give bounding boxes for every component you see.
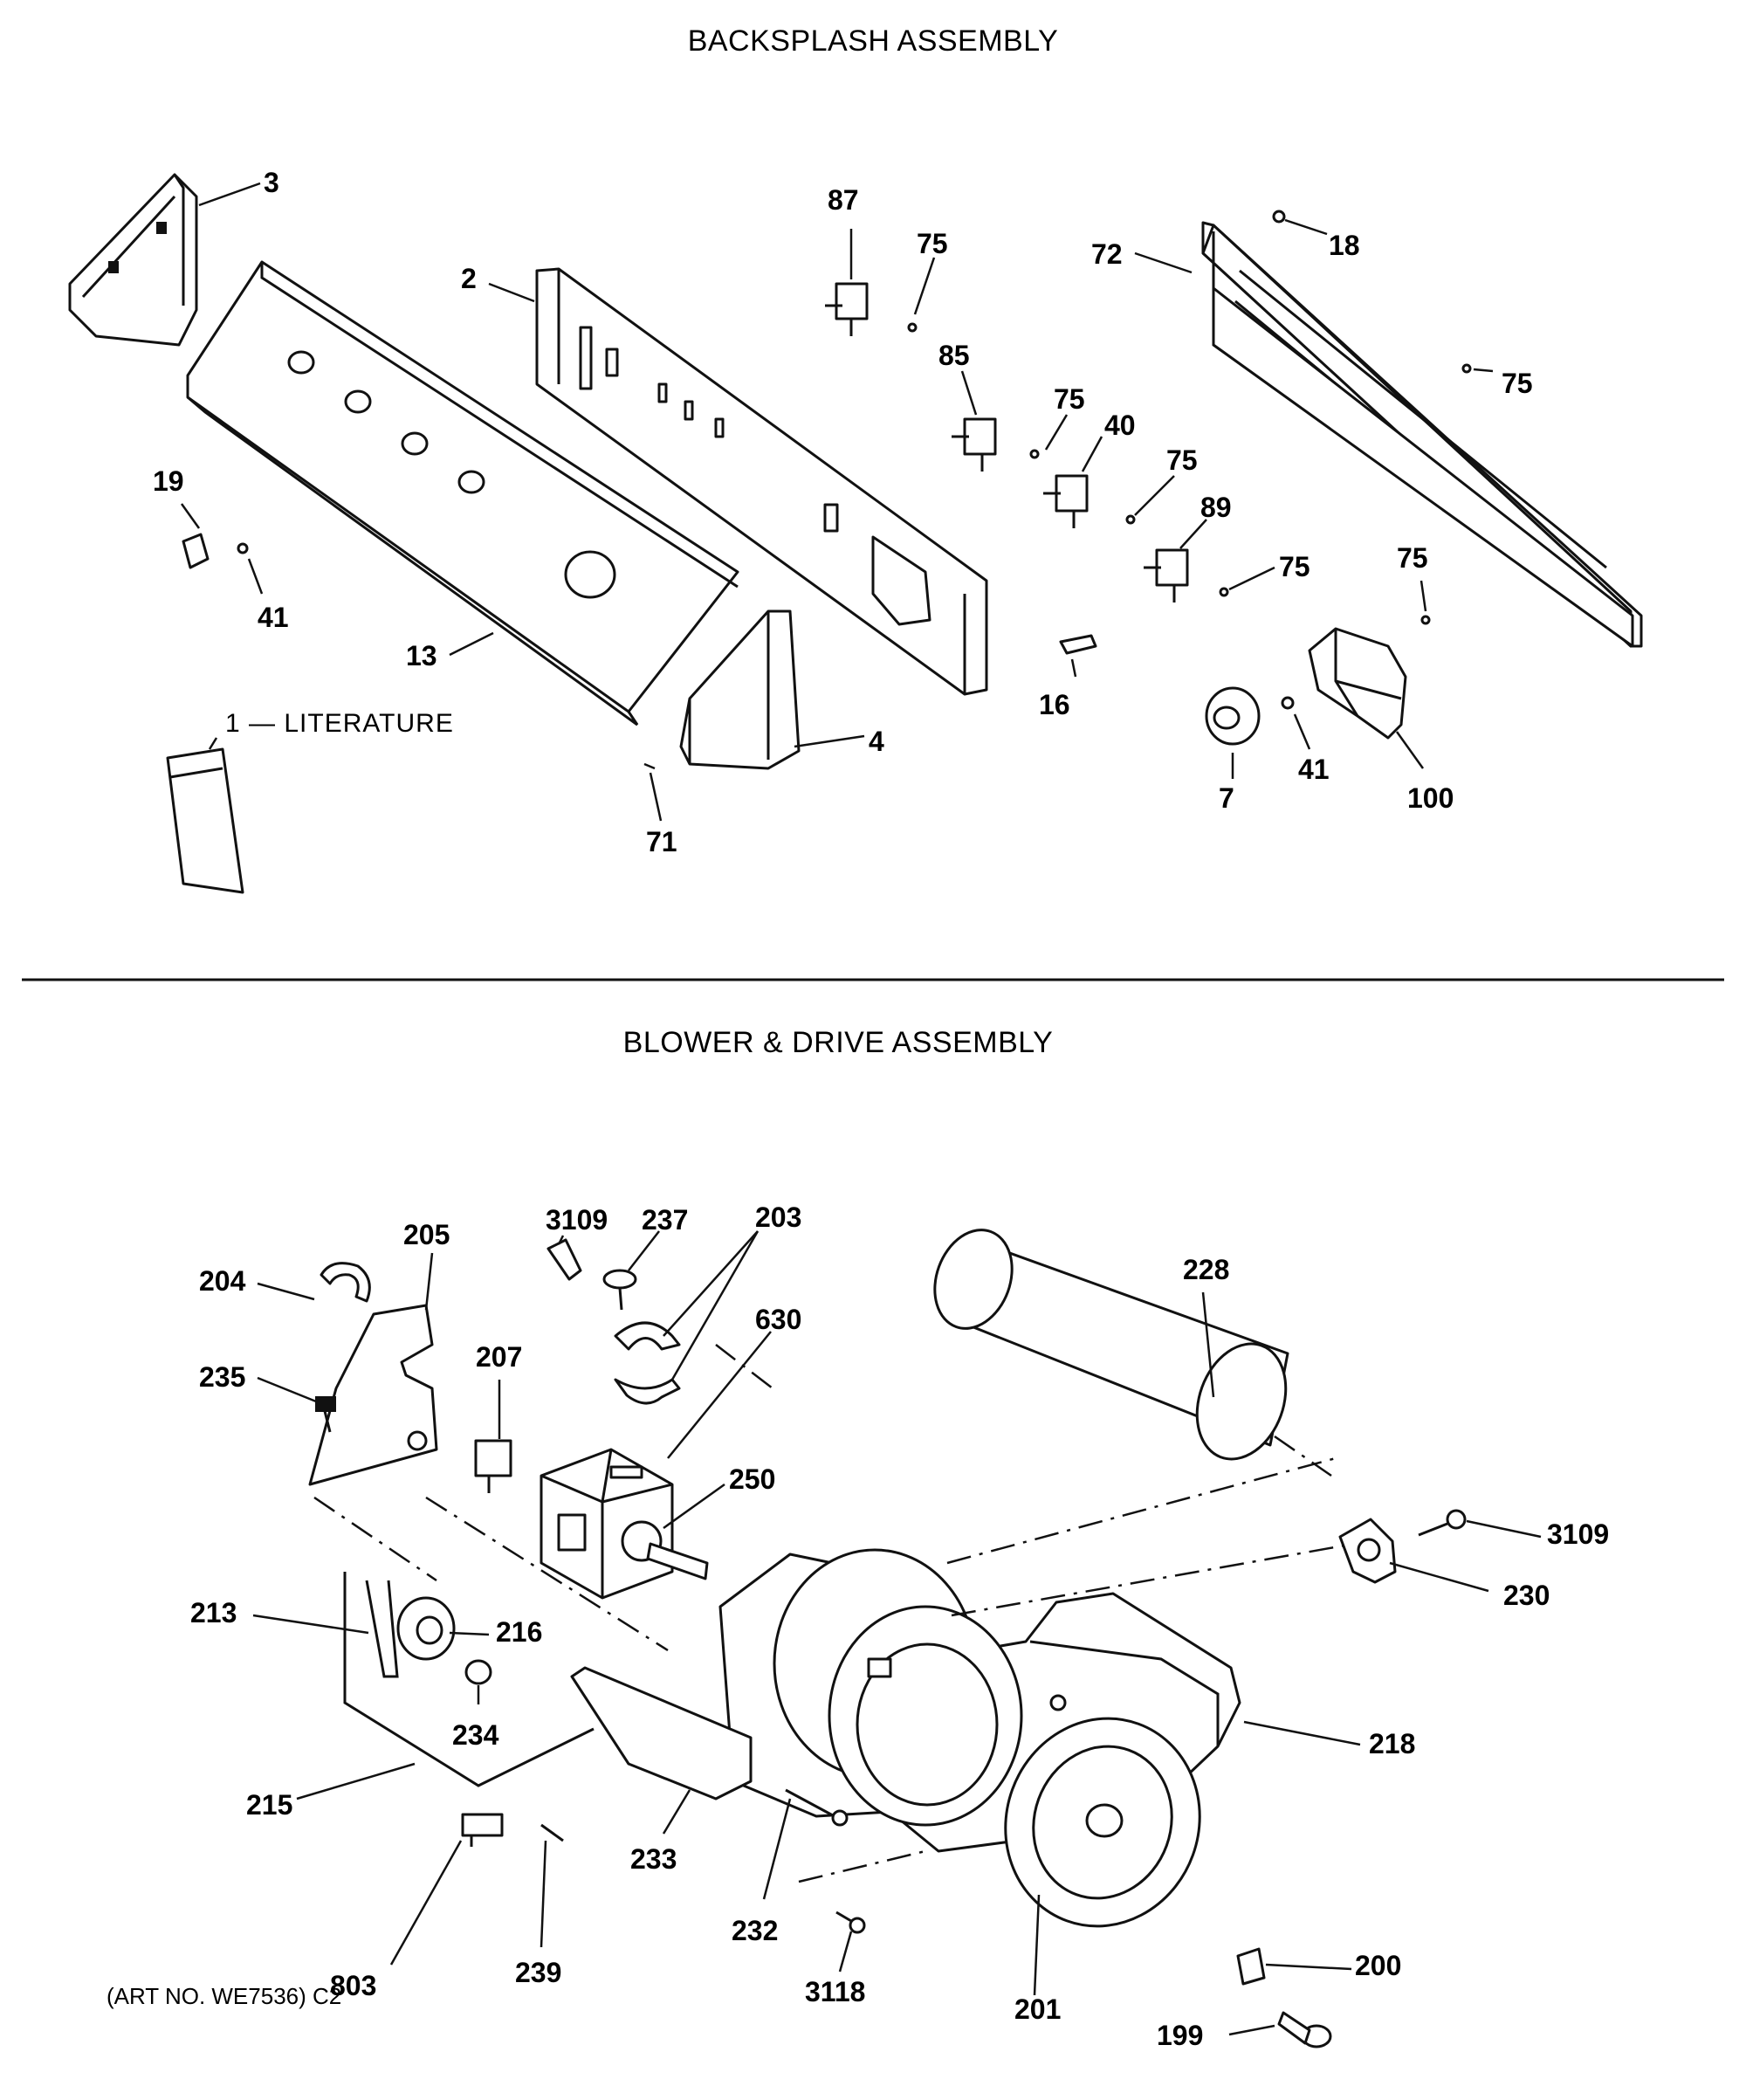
label-40: 40 — [1104, 410, 1136, 441]
label-239: 239 — [515, 1957, 561, 1988]
label-75-a: 75 — [917, 228, 948, 259]
label-203: 203 — [755, 1201, 801, 1233]
part-87-switch — [825, 282, 869, 336]
part-204-clamp — [320, 1262, 371, 1303]
part-228-exhaust-duct — [933, 1229, 1289, 1461]
part-41-screw-right — [1281, 696, 1295, 710]
label-216: 216 — [496, 1616, 542, 1648]
part-75-screws — [907, 322, 1472, 625]
label-7: 7 — [1219, 782, 1234, 814]
label-75-d: 75 — [1279, 551, 1310, 582]
blower-leader-lines — [252, 1230, 1542, 2036]
label-2: 2 — [461, 263, 477, 294]
label-72: 72 — [1091, 238, 1123, 270]
part-85-switch — [952, 417, 997, 472]
backsplash-leader-lines — [180, 182, 1494, 822]
label-1-literature: 1 — LITERATURE — [225, 709, 454, 738]
part-41-screw — [237, 542, 249, 554]
label-18: 18 — [1329, 230, 1360, 261]
part-7-knob — [1205, 686, 1261, 746]
label-204: 204 — [199, 1265, 246, 1297]
part-235-bolt — [315, 1396, 336, 1433]
label-201: 201 — [1014, 1993, 1061, 2025]
label-215: 215 — [246, 1789, 292, 1821]
label-230: 230 — [1503, 1580, 1550, 1611]
label-75-c: 75 — [1166, 444, 1198, 476]
part-16-key — [1059, 634, 1097, 655]
part-13-control-panel — [186, 260, 739, 726]
part-2-backsplash-frame — [535, 267, 988, 696]
part-203-motor-clamps — [614, 1321, 681, 1405]
part-205-motor-bracket — [308, 1304, 438, 1486]
part-71-screw — [643, 762, 656, 770]
part-200-bracket — [1236, 1947, 1266, 1986]
part-100-timer — [1308, 627, 1407, 740]
label-233: 233 — [630, 1843, 677, 1875]
label-75-b: 75 — [1054, 383, 1085, 415]
art-number: (ART NO. WE7536) C2 — [107, 1983, 341, 2009]
part-72-rear-panel — [1201, 221, 1643, 648]
part-232-rod — [785, 1788, 849, 1827]
label-803: 803 — [330, 1970, 376, 2001]
label-75-f: 75 — [1502, 368, 1533, 399]
part-239-screw — [540, 1823, 564, 1842]
label-250: 250 — [729, 1463, 775, 1495]
label-200: 200 — [1355, 1950, 1401, 1981]
label-3109-b: 3109 — [1547, 1518, 1609, 1550]
part-1-literature-envelope — [166, 747, 244, 894]
part-199-bolt — [1277, 2011, 1332, 2048]
part-213-drive-belt — [365, 1580, 399, 1678]
part-233-base-plate — [570, 1666, 753, 1800]
label-3118: 3118 — [805, 1976, 865, 2007]
part-250-drive-motor — [540, 1448, 709, 1600]
backsplash-assembly-title: BACKSPLASH ASSEMBLY — [688, 24, 1059, 58]
part-3109-screw — [1418, 1509, 1467, 1537]
label-16: 16 — [1039, 689, 1070, 720]
label-199: 199 — [1157, 2020, 1203, 2051]
label-13: 13 — [406, 640, 437, 671]
assembly-centerlines — [313, 1344, 1345, 1883]
part-89-switch — [1144, 548, 1189, 602]
part-4-end-cap — [679, 609, 801, 770]
label-232: 232 — [732, 1915, 778, 1946]
label-87: 87 — [828, 184, 859, 216]
label-41-a: 41 — [258, 602, 289, 633]
label-89: 89 — [1200, 492, 1232, 523]
part-3118-screw — [835, 1911, 866, 1934]
part-3-end-cap — [68, 173, 198, 347]
part-803-switch — [461, 1813, 504, 1847]
part-40-switch — [1043, 474, 1089, 528]
label-75-e: 75 — [1397, 542, 1428, 574]
part-230-thermostat — [1338, 1518, 1397, 1584]
part-19-clip — [182, 533, 210, 569]
label-207: 207 — [476, 1341, 522, 1373]
label-71: 71 — [646, 826, 677, 857]
label-100: 100 — [1407, 782, 1454, 814]
label-41-b: 41 — [1298, 754, 1330, 785]
blower-drive-assembly-title: BLOWER & DRIVE ASSEMBLY — [623, 1026, 1054, 1059]
part-18-screw — [1272, 210, 1286, 224]
label-630: 630 — [755, 1304, 801, 1335]
part-207-switch — [474, 1439, 512, 1493]
part-201-blower-wheel — [1004, 1717, 1201, 1928]
label-85: 85 — [938, 340, 970, 371]
part-234-pulley — [464, 1659, 492, 1685]
label-234: 234 — [452, 1719, 499, 1751]
label-19: 19 — [153, 465, 184, 497]
label-237: 237 — [642, 1204, 688, 1236]
label-218: 218 — [1369, 1728, 1415, 1759]
label-228: 228 — [1183, 1254, 1229, 1285]
part-216-idler-pulley — [396, 1596, 456, 1661]
label-4: 4 — [869, 726, 884, 757]
label-3109-a: 3109 — [546, 1204, 608, 1236]
label-3: 3 — [264, 167, 279, 198]
label-235: 235 — [199, 1361, 245, 1393]
part-237-screw — [602, 1269, 637, 1311]
part-3109-lamp — [546, 1238, 582, 1281]
label-205: 205 — [403, 1219, 450, 1250]
part-215-idler-spring — [343, 1572, 595, 1787]
label-213: 213 — [190, 1597, 237, 1628]
